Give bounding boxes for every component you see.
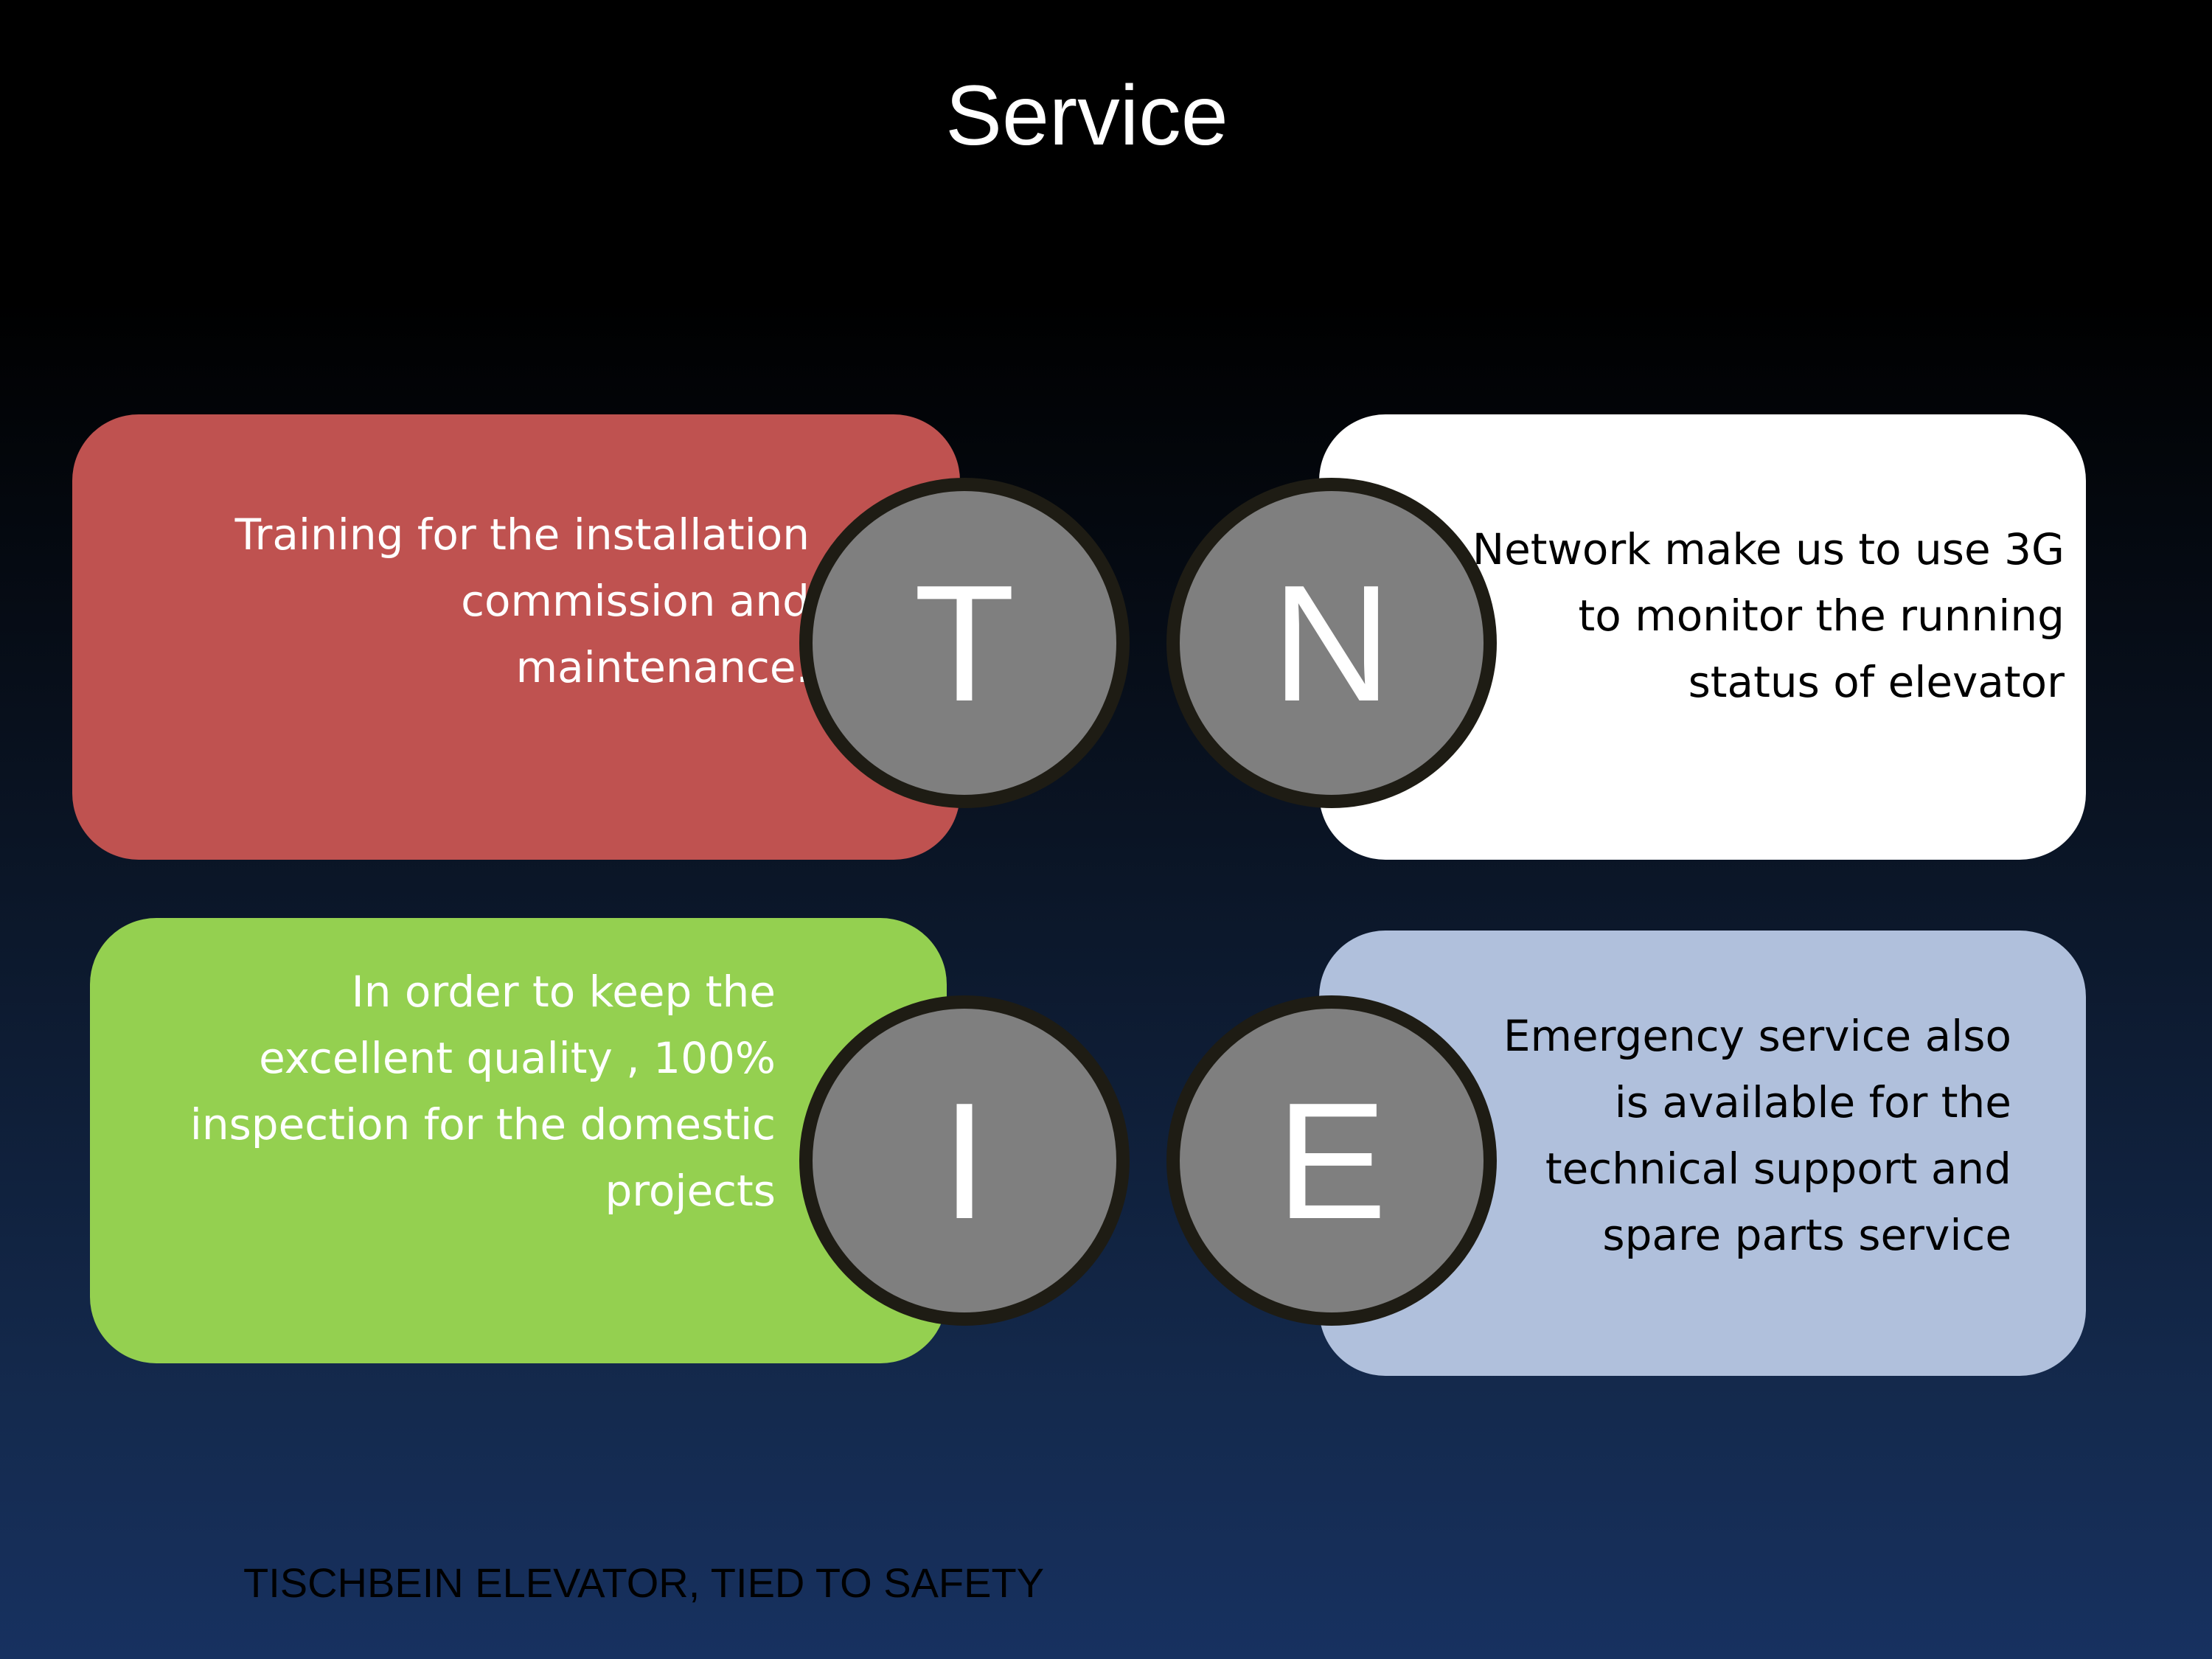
letter-t-circle: T <box>799 478 1130 808</box>
inspection-text: In order to keep the excellent quality ,… <box>189 967 776 1216</box>
network-text: Network make us to use 3G to monitor the… <box>1472 524 2065 707</box>
slide-title: Service <box>945 69 1228 163</box>
letter-i-circle: I <box>799 995 1130 1326</box>
emergency-text: Emergency service also is available for … <box>1503 1011 2011 1260</box>
letter-n-circle: N <box>1166 478 1497 808</box>
letter-e-circle: E <box>1166 995 1497 1326</box>
training-text: Training for the installation commission… <box>234 509 810 692</box>
footer-slogan: TISCHBEIN ELEVATOR, TIED TO SAFETY <box>243 1559 1045 1606</box>
